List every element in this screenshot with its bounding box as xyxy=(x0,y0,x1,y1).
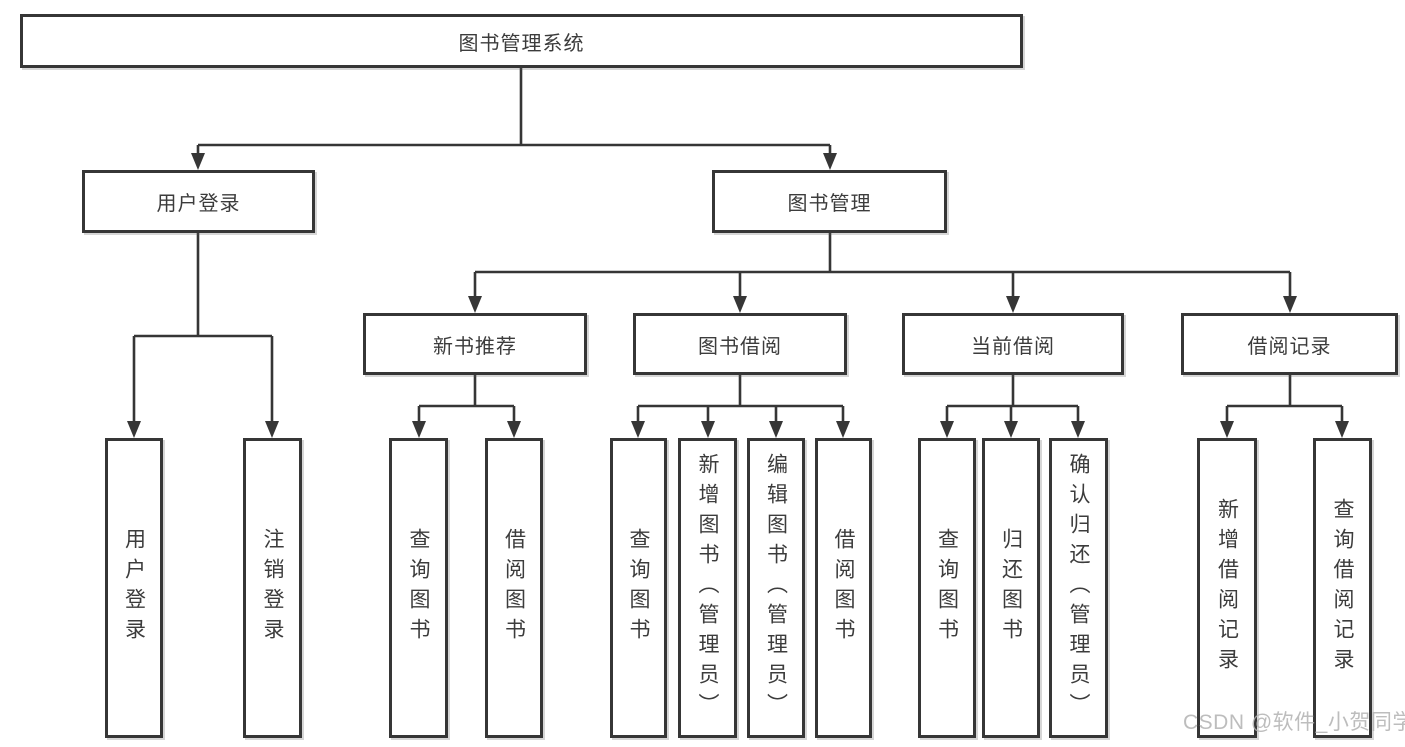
arrowhead-icon xyxy=(823,153,837,170)
node-label: 图书借阅 xyxy=(698,335,782,358)
leaf-add-borrowing-record: 新增借阅记录 xyxy=(1197,438,1257,738)
leaf-label: 用户登录 xyxy=(122,528,146,648)
leaf-logout: 注销登录 xyxy=(243,438,302,738)
leaf-query-books-recommendation: 查询图书 xyxy=(389,438,448,738)
leaf-add-book-admin: 新增图书（管理员） xyxy=(678,438,737,738)
leaf-confirm-return-admin: 确认归还（管理员） xyxy=(1049,438,1108,738)
node-book-management: 图书管理 xyxy=(712,170,947,233)
arrowhead-icon xyxy=(701,421,715,438)
node-current-borrowing: 当前借阅 xyxy=(902,313,1124,375)
arrowhead-icon xyxy=(769,421,783,438)
node-label: 借阅记录 xyxy=(1247,335,1332,358)
arrowhead-icon xyxy=(191,153,205,170)
arrowhead-icon xyxy=(1006,296,1020,313)
node-label: 图书管理 xyxy=(787,193,872,215)
node-label: 图书管理系统 xyxy=(458,32,585,55)
leaf-borrow-books-recommendation: 借阅图书 xyxy=(485,438,543,738)
arrowhead-icon xyxy=(733,296,747,313)
leaf-label: 查询图书 xyxy=(407,528,430,648)
leaf-edit-book-admin: 编辑图书（管理员） xyxy=(747,438,805,738)
leaf-label: 编辑图书（管理员） xyxy=(764,453,788,723)
arrowhead-icon xyxy=(836,421,850,438)
leaf-label: 新增借阅记录 xyxy=(1215,498,1239,678)
leaf-borrow-books-borrowing: 借阅图书 xyxy=(815,438,872,738)
leaf-label: 确认归还（管理员） xyxy=(1067,453,1090,723)
node-label: 新书推荐 xyxy=(433,335,517,358)
node-label: 用户登录 xyxy=(156,193,241,215)
arrowhead-icon xyxy=(468,296,482,313)
leaf-label: 借阅图书 xyxy=(832,528,855,648)
arrowhead-icon xyxy=(1335,421,1349,438)
leaf-query-borrowing-record: 查询借阅记录 xyxy=(1313,438,1372,738)
arrowhead-icon xyxy=(940,421,954,438)
node-borrowing-records: 借阅记录 xyxy=(1181,313,1398,375)
leaf-label: 查询图书 xyxy=(935,528,959,648)
node-user-login: 用户登录 xyxy=(82,170,315,233)
watermark-csdn: CSDN @软件_小贺同学 xyxy=(1183,711,1405,734)
leaf-label: 注销登录 xyxy=(261,528,284,648)
node-label: 当前借阅 xyxy=(971,335,1055,358)
arrowhead-icon xyxy=(412,421,426,438)
leaf-query-books-current: 查询图书 xyxy=(918,438,976,738)
leaf-label: 查询借阅记录 xyxy=(1331,498,1354,678)
arrowhead-icon xyxy=(1283,296,1297,313)
leaf-label: 借阅图书 xyxy=(502,528,526,648)
leaf-label: 新增图书（管理员） xyxy=(696,453,719,723)
arrowhead-icon xyxy=(1004,421,1018,438)
arrowhead-icon xyxy=(507,421,521,438)
leaf-label: 归还图书 xyxy=(999,528,1023,648)
arrowhead-icon xyxy=(1071,421,1085,438)
node-book-management-system: 图书管理系统 xyxy=(20,14,1023,68)
leaf-label: 查询图书 xyxy=(627,528,650,648)
arrowhead-icon xyxy=(1220,421,1234,438)
leaf-query-books-borrowing: 查询图书 xyxy=(610,438,667,738)
arrowhead-icon xyxy=(631,421,645,438)
leaf-return-books: 归还图书 xyxy=(982,438,1040,738)
node-book-borrowing: 图书借阅 xyxy=(633,313,847,375)
arrowhead-icon xyxy=(127,421,141,438)
leaf-user-login: 用户登录 xyxy=(105,438,163,738)
arrowhead-icon xyxy=(265,421,279,438)
node-new-book-recommendation: 新书推荐 xyxy=(363,313,587,375)
